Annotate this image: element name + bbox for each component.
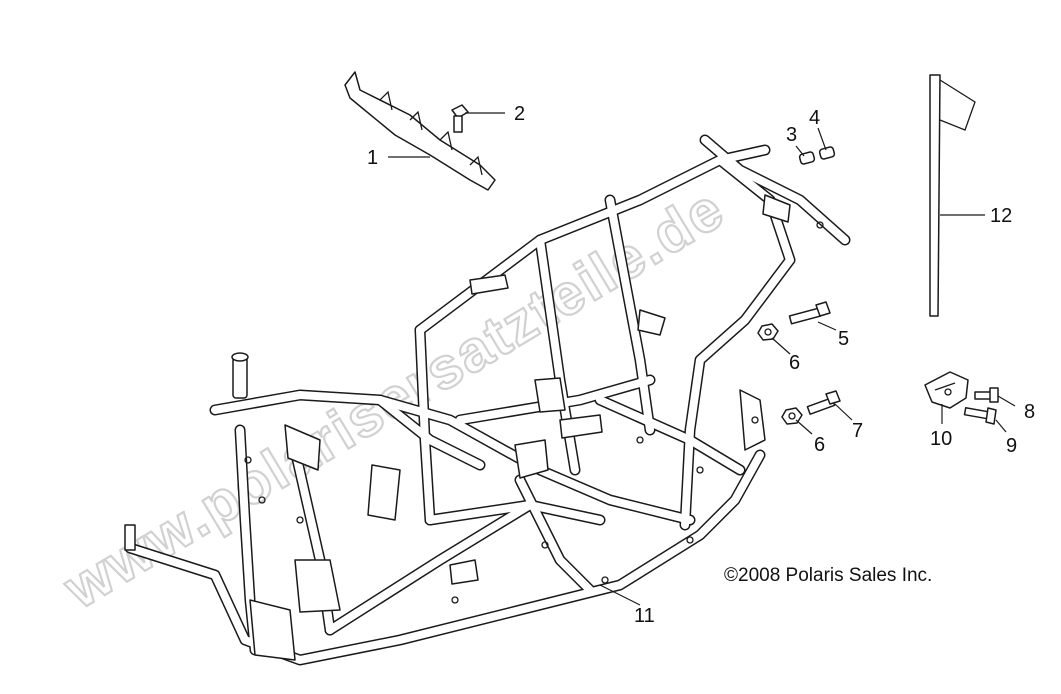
part-5-bolt [788, 301, 831, 325]
callout-2: 2 [514, 103, 525, 125]
part-10-bracket [924, 371, 969, 409]
leader-lines [388, 112, 1016, 606]
part-2-bolt [451, 104, 469, 133]
part-6-nut-lower [781, 407, 803, 425]
part-9-bolt [963, 407, 997, 425]
part-6-nut-upper [757, 323, 779, 341]
callout-12: 12 [990, 205, 1012, 227]
callout-labels: 1 2 3 4 5 6 7 6 8 9 10 11 12 [367, 103, 1035, 627]
callout-6b: 6 [814, 434, 825, 456]
part-8-bolt [974, 387, 999, 403]
callout-11: 11 [634, 605, 655, 627]
frame-details [244, 221, 824, 604]
callout-4: 4 [809, 107, 820, 129]
callout-5: 5 [838, 328, 849, 350]
part-4-pin [818, 146, 836, 160]
callout-6a: 6 [789, 352, 800, 374]
callout-9: 9 [1006, 435, 1017, 457]
callout-8: 8 [1024, 401, 1035, 423]
part-7-bolt [806, 390, 841, 415]
callout-7: 7 [852, 420, 863, 442]
callout-10: 10 [930, 428, 952, 450]
part-12-strip [929, 74, 976, 317]
part-1-bracket-rail [344, 71, 496, 191]
main-frame [124, 134, 851, 666]
callout-3: 3 [786, 124, 797, 146]
callout-1: 1 [367, 147, 378, 169]
copyright-notice: ©2008 Polaris Sales Inc. [724, 565, 932, 586]
